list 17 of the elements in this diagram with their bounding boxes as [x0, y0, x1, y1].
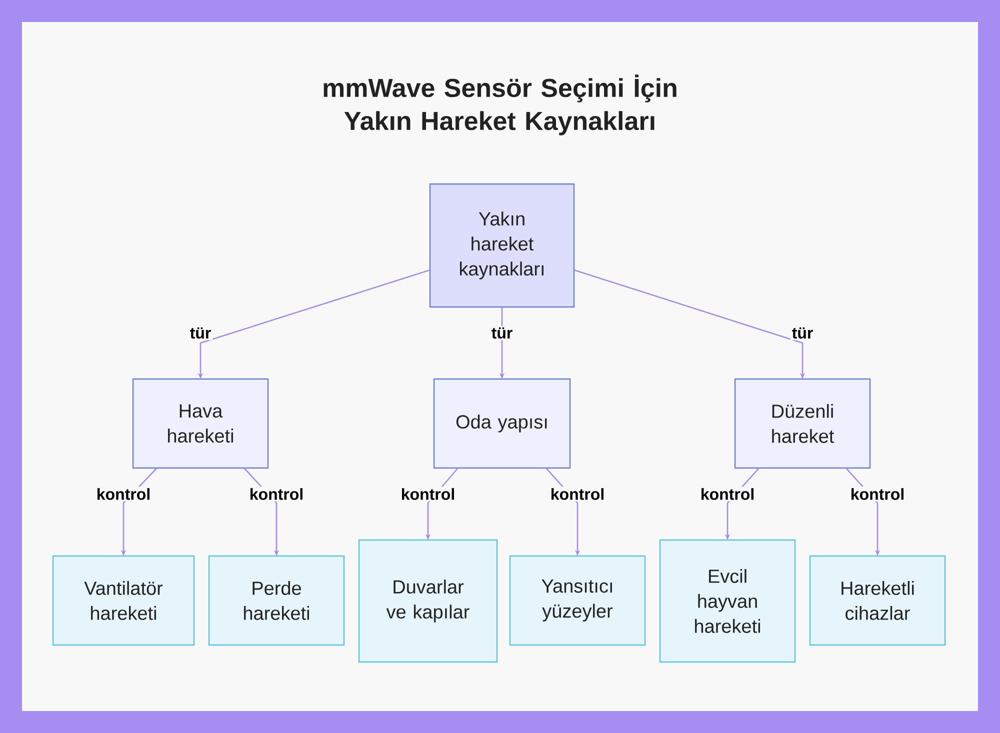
edge-label: kontrol [248, 486, 306, 502]
title: mmWave Sensör Seçimi İçin Yakın Hareket Kaynakları [324, 74, 676, 136]
category-box: Oda yapısı [433, 378, 571, 469]
leaf-box: Duvarlar ve kapılar [358, 539, 498, 663]
category-box: Hava hareketi [132, 378, 269, 469]
leaf-box: Hareketli cihazlar [809, 555, 946, 646]
edge-label: kontrol [399, 486, 457, 502]
leaf-box: Evcil hayvan hareketi [659, 539, 796, 663]
edge-label: kontrol [94, 486, 152, 502]
leaf-box: Yansıtıcı yüzeyler [509, 555, 646, 646]
root-box: Yakın hareket kaynakları [429, 183, 575, 308]
edge-label: kontrol [698, 486, 756, 502]
category-box: Düzenli hareket [734, 378, 871, 469]
leaf-box: Vantilatör hareketi [52, 555, 195, 646]
edge-label: kontrol [848, 486, 906, 502]
edge-label: kontrol [548, 486, 606, 502]
leaf-box: Perde hareketi [208, 555, 345, 646]
